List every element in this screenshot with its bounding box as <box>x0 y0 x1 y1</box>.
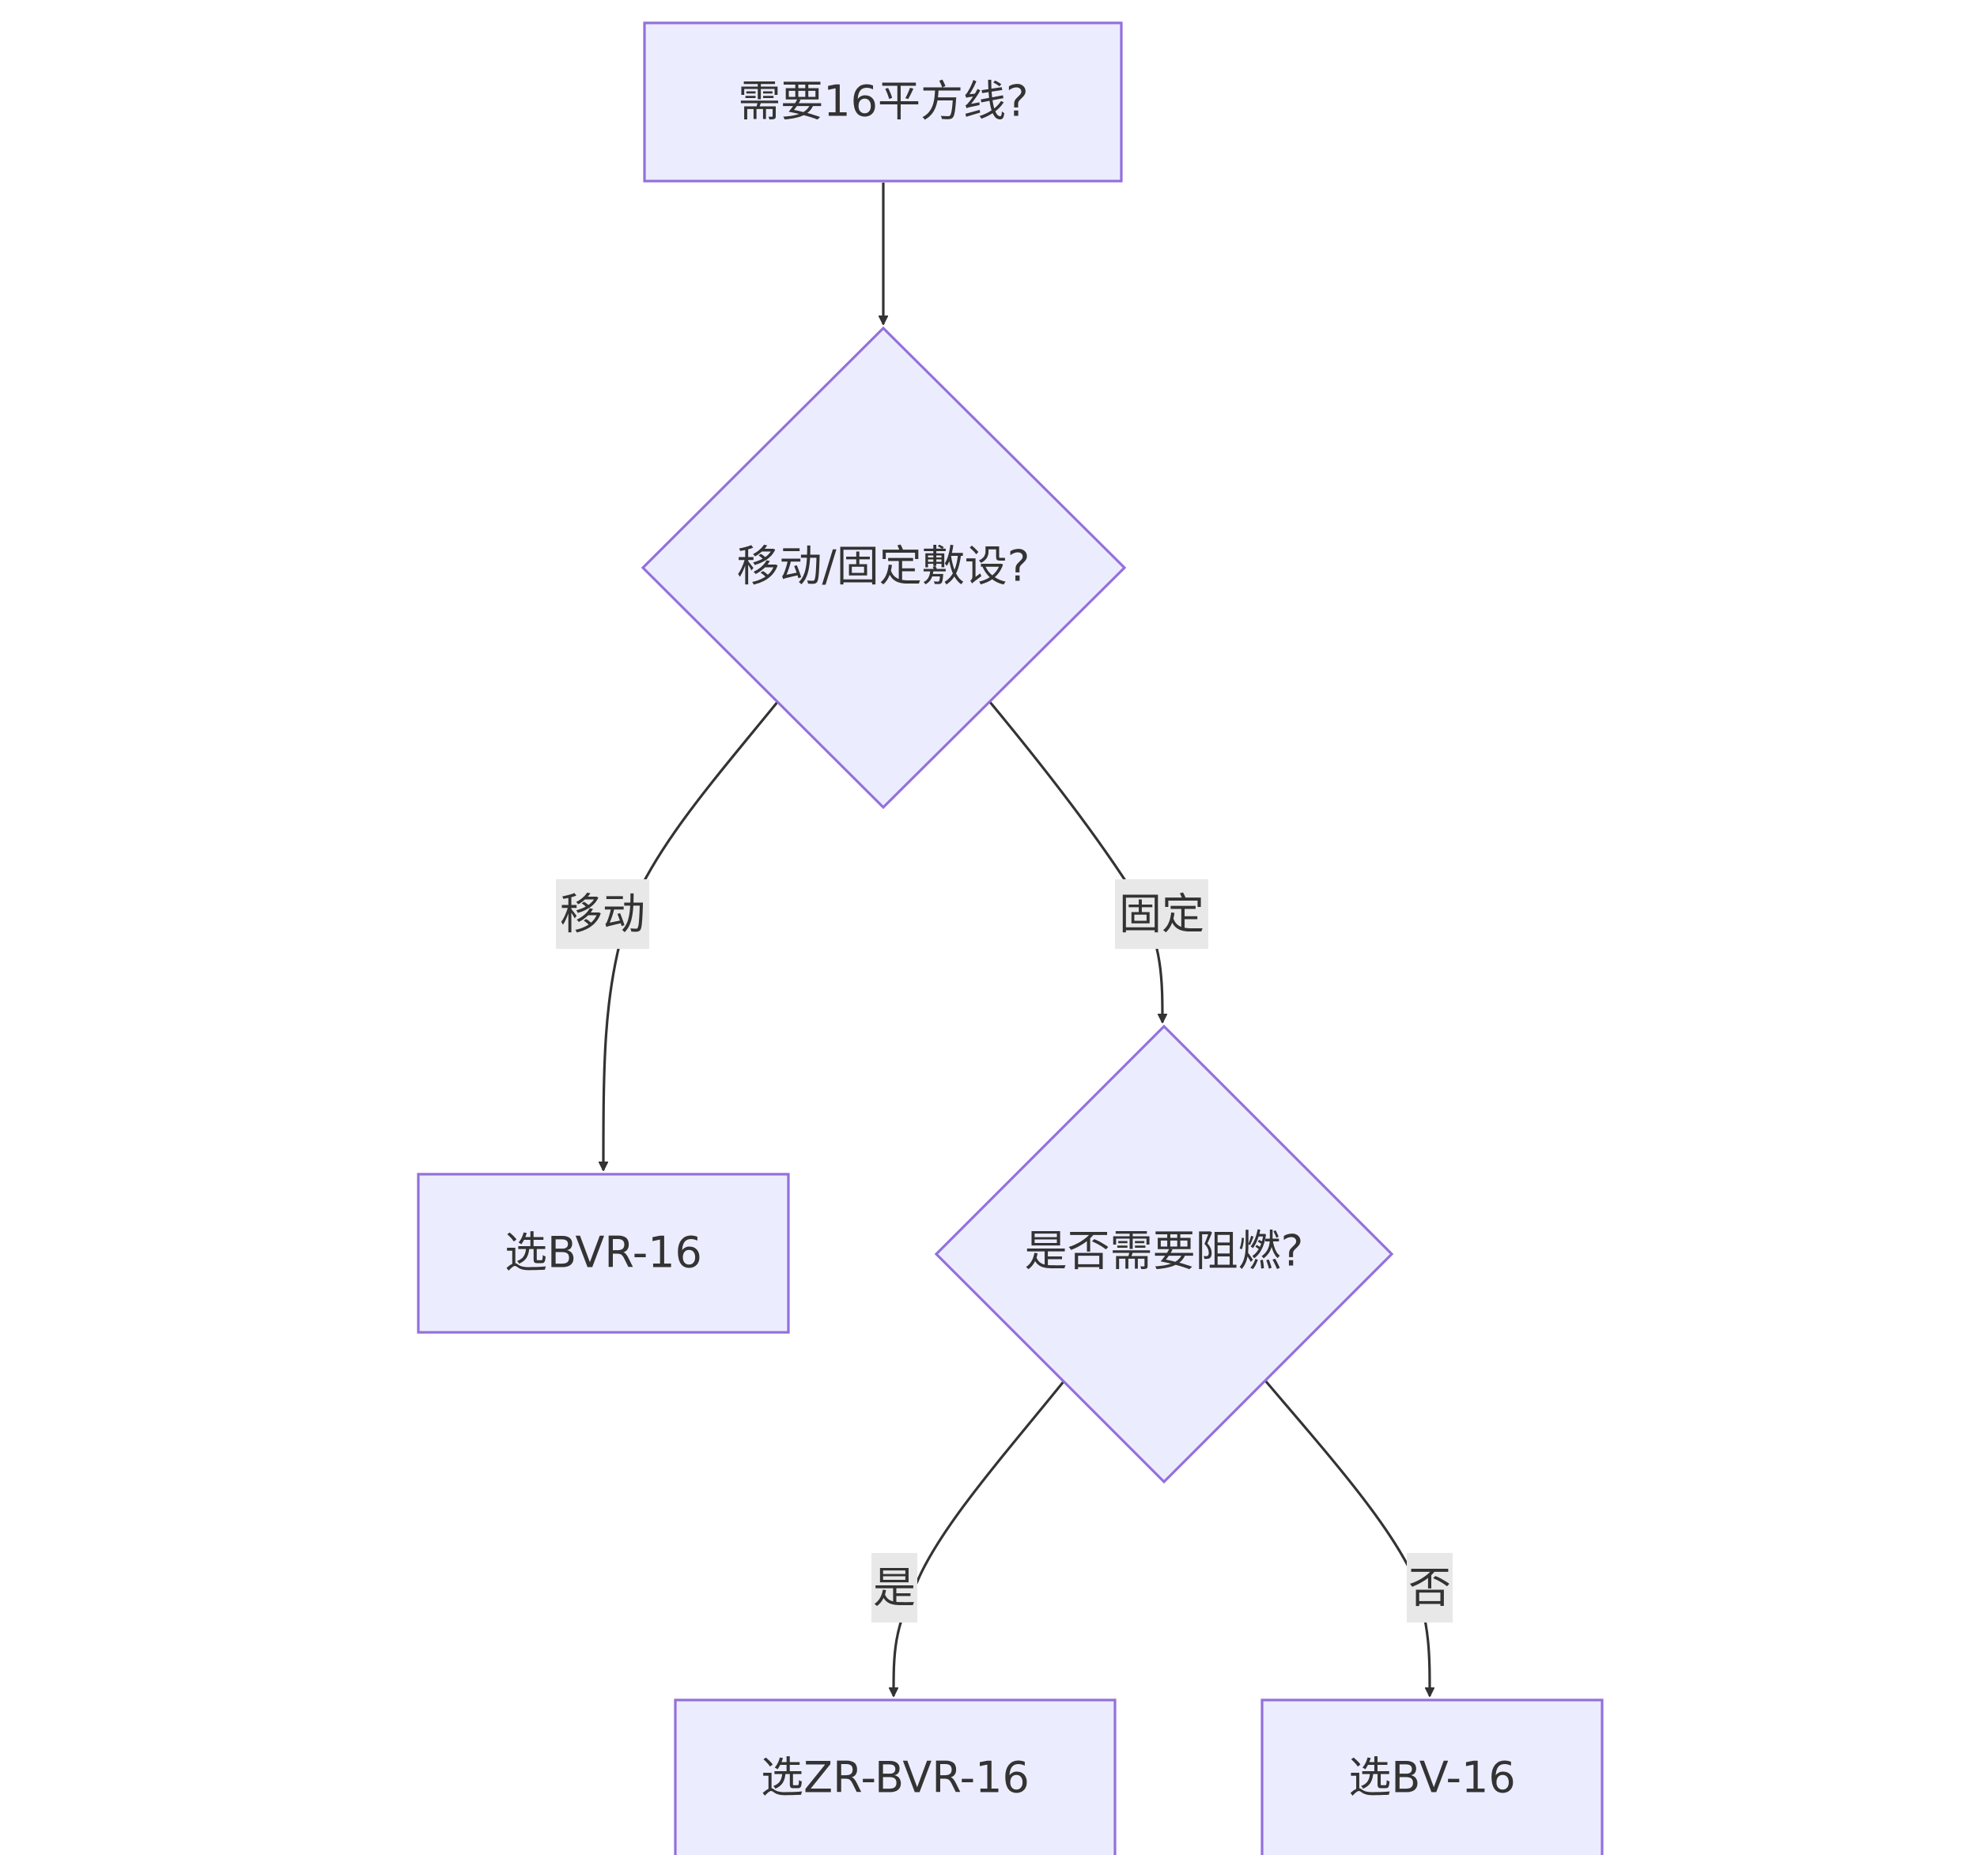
edges <box>603 183 1430 1696</box>
edge-labels: 移动 固定 是 否 <box>556 879 1453 1623</box>
node-flame-retardant-label: 是否需要阻燃? <box>1025 1226 1304 1276</box>
edge-label-fixed: 固定 <box>1115 879 1208 949</box>
node-need-16-label: 需要16平方线? <box>738 77 1028 127</box>
node-install-type-label: 移动/固定敷设? <box>737 542 1030 591</box>
node-choose-bv: 选BV-16 <box>1260 1698 1604 1855</box>
edge-flame-yes <box>894 1379 1066 1696</box>
edge-label-no: 否 <box>1407 1553 1453 1623</box>
edge-label-yes-text: 是 <box>873 1563 916 1613</box>
node-choose-zr-bvr-label: 选ZR-BVR-16 <box>761 1753 1030 1803</box>
edge-label-yes: 是 <box>871 1553 917 1623</box>
edge-label-no-text: 否 <box>1408 1563 1451 1613</box>
edge-label-fixed-text: 固定 <box>1119 890 1204 939</box>
node-choose-bv-label: 选BV-16 <box>1348 1753 1515 1803</box>
node-need-16: 需要16平方线? <box>643 21 1123 183</box>
node-choose-zr-bvr: 选ZR-BVR-16 <box>674 1698 1117 1855</box>
edge-label-mobile: 移动 <box>556 879 649 949</box>
node-choose-bvr: 选BVR-16 <box>417 1173 790 1334</box>
node-flame-retardant: 是否需要阻燃? <box>934 1024 1394 1484</box>
nodes: 需要16平方线? 移动/固定敷设? 选BVR-16 是否需要阻燃? 选ZR-BV… <box>417 21 1604 1855</box>
edge-label-mobile-text: 移动 <box>560 890 645 939</box>
node-choose-bvr-label: 选BVR-16 <box>505 1228 702 1278</box>
edge-flame-no <box>1264 1379 1430 1696</box>
node-install-type: 移动/固定敷设? <box>641 326 1127 810</box>
edge-install-fixed <box>988 701 1162 1022</box>
